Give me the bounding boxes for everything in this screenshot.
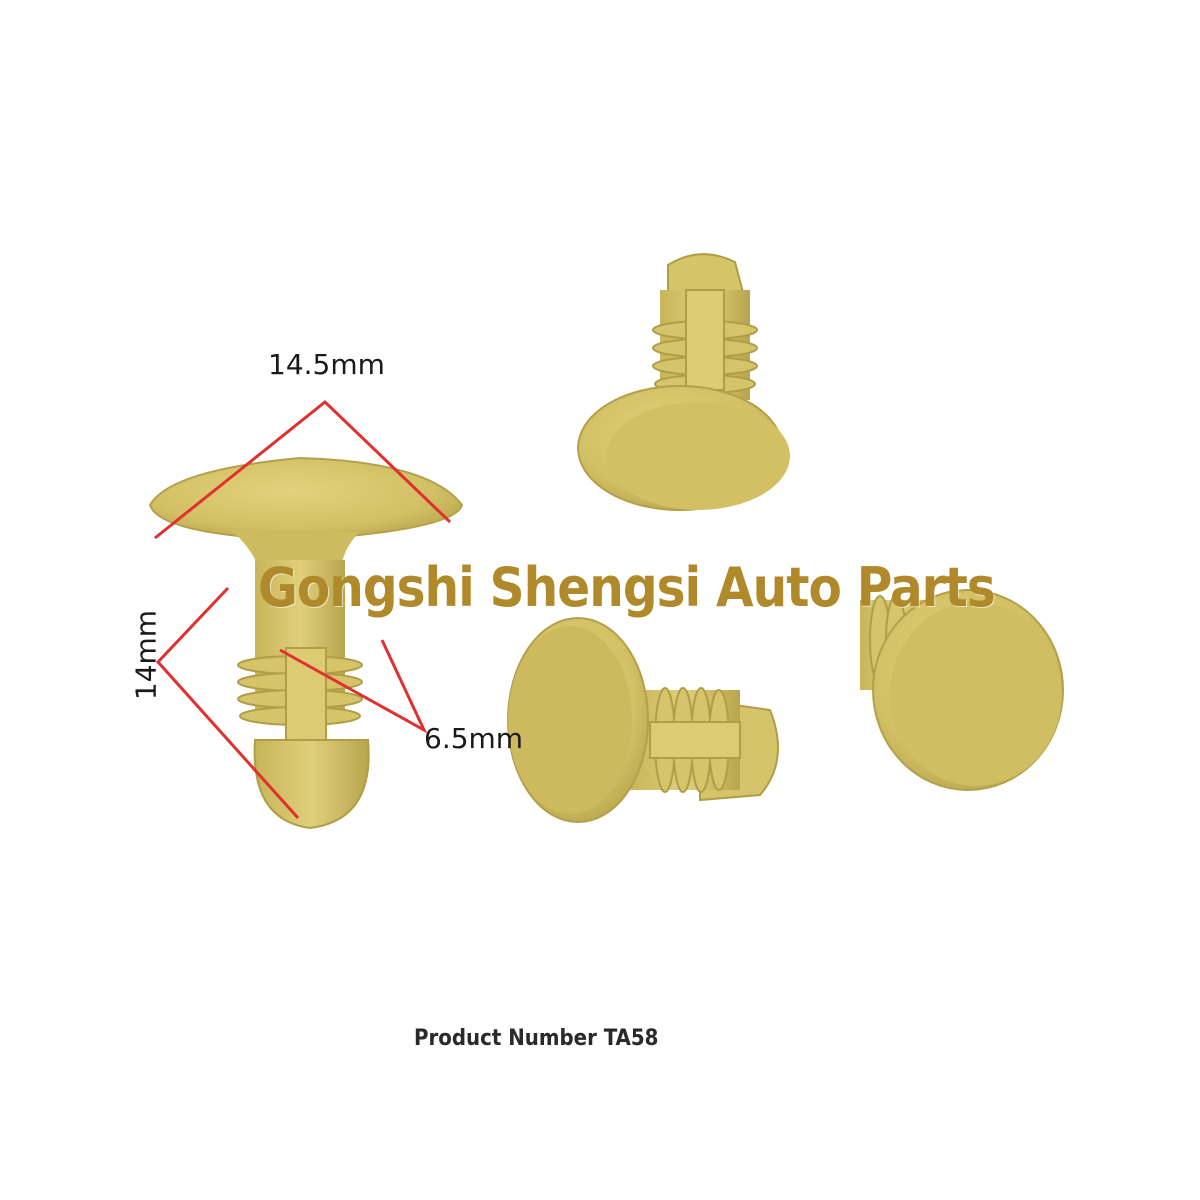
clip-angled-top <box>577 253 790 511</box>
width-dimension-label: 14.5mm <box>268 348 385 381</box>
brand-watermark: Gongshi Shengsi Auto Parts <box>258 556 996 619</box>
shank-dimension-line <box>279 639 428 734</box>
width-dimension-line <box>154 400 452 540</box>
clip-angled-bottom <box>507 617 779 823</box>
clip-right <box>860 589 1064 791</box>
dimension-lines <box>154 400 452 820</box>
product-number-caption: Product Number TA58 <box>414 1026 659 1051</box>
clip-side-view <box>148 456 464 830</box>
height-dimension-line <box>155 586 300 820</box>
height-dimension-label: 14mm <box>129 609 163 701</box>
shank-dimension-label: 6.5mm <box>424 722 524 755</box>
